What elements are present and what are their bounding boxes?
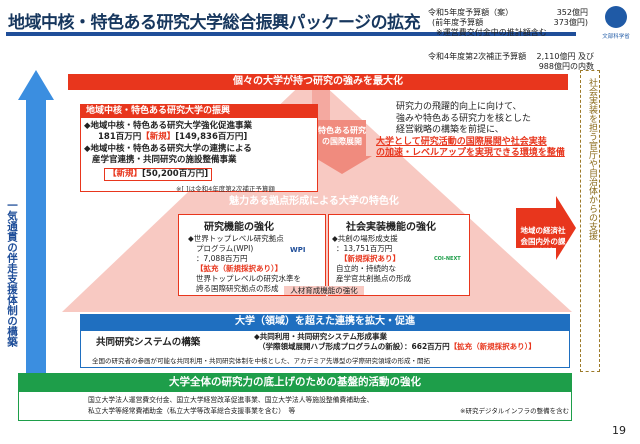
human-resource-label: 人材育成機能の強化 — [284, 286, 364, 295]
budget-value-2: 373億円) — [553, 18, 588, 27]
mid-bar: 魅力ある拠点形成による大学の特色化 — [229, 196, 399, 207]
joint-research-line-2: （学際領域展開ハブ形成プログラムの新設）：662百万円【拡充（新規採択あり）】 — [258, 342, 536, 352]
page-title: 地域中核・特色ある研究大学総合振興パッケージの拡充 — [8, 13, 421, 33]
item1-new-badge: 【新規】 — [141, 132, 176, 142]
coi-line-1: ◆共創の場形成支援 — [332, 234, 398, 243]
goal-line-4: 大学として研究活動の国際展開や社会実装 — [376, 136, 547, 147]
page-number: 19 — [612, 424, 626, 437]
collaboration-bar: 大学（領域）を超えた連携を拡大・促進 — [80, 314, 570, 330]
research-function-title: 研究機能の強化 — [204, 222, 274, 233]
left-up-arrow — [18, 70, 54, 378]
item1-title: ◆地域中核・特色ある研究大学強化促進事業 — [84, 121, 253, 131]
international-label: 特色ある研究の国際展開 — [318, 126, 366, 146]
regional-solution-label: 地域の経済社会国内外の課題解決 — [520, 226, 566, 256]
supplement-note: ※[ ]は令和4年度第2次補正予算額 — [176, 185, 275, 193]
goal-line-1: 研究力の飛躍的向上に向けて、 — [396, 102, 522, 112]
coi-amount: ：13,751百万円 — [336, 244, 393, 253]
supplement-value: 2,110億円 及び — [536, 52, 594, 61]
goal-paragraph: 研究力の飛躍的向上に向けて、 強みや特色ある研究力を核とした 経営戦略の構築を前… — [376, 102, 576, 160]
budget-line-1: 令和5年度予算額（案） — [428, 8, 514, 17]
foundation-note: ※研究デジタルインフラの整備を含む — [460, 407, 570, 415]
item2-title-2: 産学官連携・共同研究の施設整備事業 — [92, 155, 237, 165]
goal-line-2: 強みや特色ある研究力を核とした — [396, 113, 532, 124]
right-support-box — [580, 70, 600, 372]
social-function-box — [328, 214, 470, 296]
foundation-box — [18, 391, 572, 421]
wpi-amount: ：7,088百万円 — [196, 254, 248, 263]
wpi-badge: 【拡充（新規採択あり）】 — [196, 264, 283, 273]
budget-value-1: 352億円 — [556, 8, 588, 17]
goal-line-5: の加速・レベルアップを実現できる環境を整備 — [376, 148, 565, 158]
wpi-desc-2: 誇る国際研究拠点の形成 — [196, 284, 279, 293]
coi-desc-1: 自立的・持続的な — [336, 264, 396, 273]
supplement-value-2: 988億円の内数 — [538, 62, 594, 71]
item2-title: ◆地域中核・特色ある研究大学の連携による — [84, 144, 252, 154]
mext-logo: 文部科学省 — [598, 6, 634, 46]
right-red-arrow — [516, 196, 576, 260]
wpi-line-2: プログラム(WPI) — [196, 244, 254, 253]
supplement-label: 令和4年度第2次補正予算額 — [428, 52, 527, 61]
joint-research-title: 共同研究システムの構築 — [96, 337, 201, 348]
item2-supplement: [50,200百万円] — [142, 169, 209, 179]
wpi-logo-icon: WPI — [290, 246, 306, 254]
item1-supplement: [149,836百万円] — [175, 132, 248, 142]
joint-research-amount: （学際領域展開ハブ形成プログラムの新設）：662百万円 — [258, 342, 450, 351]
logo-emblem-icon — [605, 6, 627, 28]
budget-line-2: (前年度予算額 — [432, 18, 484, 27]
logo-text: 文部科学省 — [602, 34, 630, 40]
coi-badge: 【新規採択あり】 — [340, 254, 400, 263]
coi-desc-2: 産学官共創拠点の形成 — [336, 274, 411, 283]
item2-new-badge: 【新規】 — [108, 169, 143, 179]
top-red-bar: 個々の大学が持つ研究の強みを最大化 — [68, 74, 568, 90]
coi-logo-icon: COI-NEXT — [434, 256, 461, 262]
right-support-text: 社会実装を担う官庁や自治体からの支援 — [587, 78, 597, 240]
foundation-line-1: 国立大学法人運営費交付金、国立大学経営改革促進事業、国立大学法人等施設整備費補助… — [88, 396, 374, 404]
joint-research-box — [80, 330, 570, 368]
joint-research-line-1: ◆共同利用・共同研究システム形成事業 — [254, 332, 388, 341]
foundation-bar: 大学全体の研究力の底上げのための基盤的活動の強化 — [18, 373, 572, 391]
joint-research-desc: 全国の研究者の参画が可能な共同利用・共同研究体制を中核とした、アカデミア先導型の… — [92, 357, 430, 365]
budget-note: ※運営費交付金中の推計額含む — [436, 28, 547, 37]
foundation-line-2: 私立大学等経常費補助金（私立大学等改革総合支援事業を含む） 等 — [88, 407, 296, 415]
title-underline — [6, 32, 576, 36]
research-function-box — [178, 214, 326, 296]
item1-value: 181百万円 — [98, 132, 142, 142]
joint-research-badge: 【拡充（新規採択あり）】 — [449, 342, 536, 351]
promotion-box-header: 地域中核・特色ある研究大学の振興 — [80, 104, 318, 118]
wpi-line-1: ◆世界トップレベル研究拠点 — [188, 234, 284, 243]
pink-down-arrow — [312, 120, 372, 174]
item1-amount: 181百万円【新規】[149,836百万円] — [98, 132, 247, 143]
item2-amount: 【新規】[50,200百万円] — [104, 168, 213, 181]
left-vertical-text: 一気通貫の伴走支援体制の構築 — [6, 200, 18, 347]
social-function-title: 社会実装機能の強化 — [346, 222, 436, 233]
wpi-desc-1: 世界トップレベルの研究水準を — [196, 274, 301, 283]
goal-line-3: 経営戦略の構築を前提に、 — [396, 125, 504, 135]
